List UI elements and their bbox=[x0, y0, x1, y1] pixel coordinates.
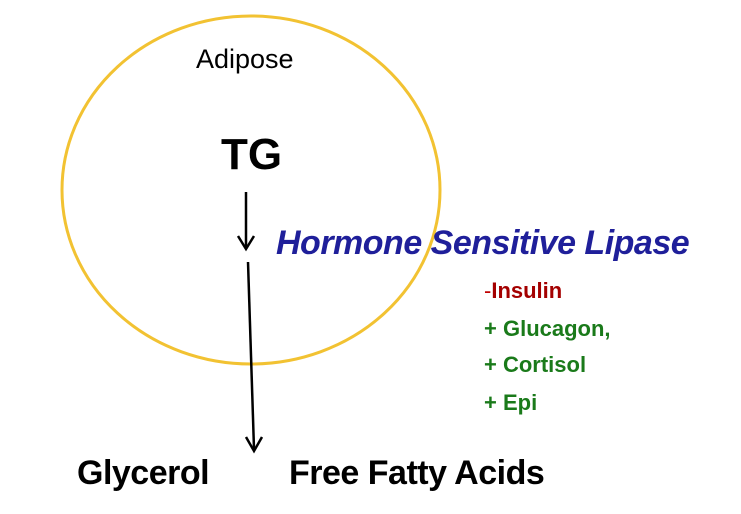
enzyme-label: Hormone Sensitive Lipase bbox=[276, 224, 690, 262]
lower-arrow bbox=[244, 261, 264, 454]
regulator-sign: + bbox=[484, 352, 497, 377]
regulator-glucagon: + Glucagon, bbox=[484, 316, 611, 342]
substrate-label: TG bbox=[221, 130, 283, 179]
regulator-epi: + Epi bbox=[484, 390, 537, 416]
regulator-sign: + bbox=[484, 316, 497, 341]
regulator-insulin: -Insulin bbox=[484, 278, 562, 304]
product-free-fatty-acids: Free Fatty Acids bbox=[289, 454, 545, 492]
regulator-name: Epi bbox=[496, 390, 538, 415]
regulator-name: Insulin bbox=[491, 278, 563, 303]
regulator-name: Cortisol bbox=[496, 352, 587, 377]
upper-arrow bbox=[236, 192, 256, 252]
regulator-sign: - bbox=[484, 278, 492, 303]
regulator-sign: + bbox=[484, 390, 497, 415]
compartment-label: Adipose bbox=[196, 44, 294, 74]
regulator-name: Glucagon, bbox=[496, 316, 611, 341]
regulator-cortisol: + Cortisol bbox=[484, 352, 586, 378]
product-glycerol: Glycerol bbox=[77, 454, 210, 492]
